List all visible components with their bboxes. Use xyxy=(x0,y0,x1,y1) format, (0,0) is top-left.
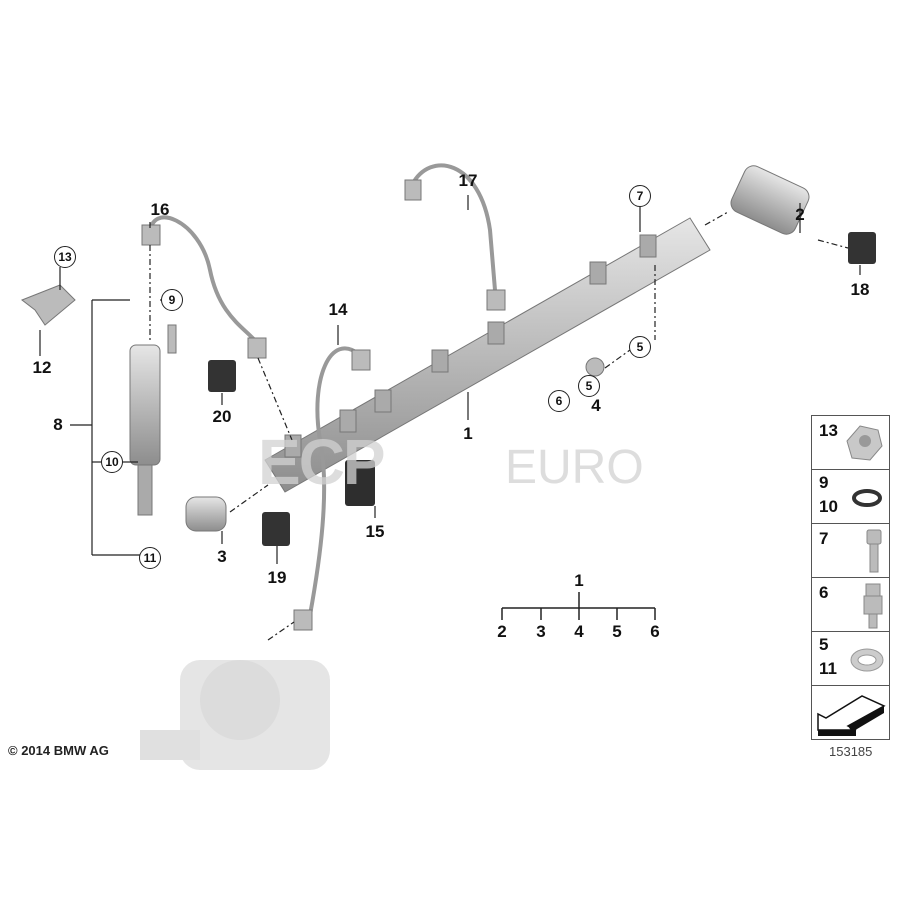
tree-child: 4 xyxy=(574,622,584,641)
circled-callout-5: 5 xyxy=(578,375,600,397)
legend-cell-banjo-bolt: 6 xyxy=(812,578,889,632)
watermark-suffix: EURO xyxy=(505,441,644,494)
callout-4: 4 xyxy=(591,396,601,415)
banjo-bolt-icon xyxy=(863,583,883,629)
callout-2: 2 xyxy=(795,205,805,224)
legend-number: 5 xyxy=(819,635,829,654)
diagram-number: 153185 xyxy=(829,744,873,759)
high-pressure-pump xyxy=(140,660,330,770)
circled-callout-7: 7 xyxy=(629,185,651,207)
circled-callout-9: 9 xyxy=(161,289,183,311)
legend-cell-washer: 5 11 xyxy=(812,632,889,686)
tree-child: 2 xyxy=(497,622,507,641)
bolt-icon xyxy=(866,529,882,573)
tree-child: 5 xyxy=(612,622,622,641)
small-parts-legend: 13 9 10 7 6 5 11 xyxy=(811,415,890,740)
washer-icon xyxy=(850,648,884,672)
tree-root: 1 xyxy=(574,571,584,590)
circled-callout-13: 13 xyxy=(54,246,76,268)
callout-15: 15 xyxy=(365,522,385,541)
callout-19: 19 xyxy=(267,568,287,587)
callout-20: 20 xyxy=(212,407,232,426)
dash-lines xyxy=(149,211,849,641)
fuel-lines xyxy=(148,163,497,616)
pressure-regulator xyxy=(730,165,876,264)
bracket xyxy=(20,284,76,326)
legend-number: 10 xyxy=(819,497,838,516)
legend-cell-o-ring: 9 10 xyxy=(812,470,889,524)
legend-number: 7 xyxy=(819,529,829,548)
callout-14: 14 xyxy=(328,300,348,319)
legend-cell-nut: 13 xyxy=(812,416,889,470)
connectors xyxy=(185,360,375,546)
callout-3: 3 xyxy=(217,547,227,566)
legend-cell-bolt: 7 xyxy=(812,524,889,578)
circled-callout-10: 10 xyxy=(101,451,123,473)
fuel-rail xyxy=(264,217,711,493)
legend-number: 9 xyxy=(819,473,829,492)
banjo-bolt-part xyxy=(585,357,605,377)
callout-12: 12 xyxy=(32,358,52,377)
o-ring-icon xyxy=(852,489,882,507)
legend-number: 13 xyxy=(819,421,838,440)
assembly-tree xyxy=(501,592,656,620)
tree-child: 6 xyxy=(650,622,660,641)
injector xyxy=(129,324,177,516)
legend-number: 6 xyxy=(819,583,829,602)
copyright: © 2014 BMW AG xyxy=(8,743,109,758)
tree-child: 3 xyxy=(536,622,546,641)
callout-16: 16 xyxy=(150,200,170,219)
callout-8: 8 xyxy=(53,415,63,434)
legend-cell-arrow xyxy=(812,686,889,739)
callout-1: 1 xyxy=(463,424,473,443)
hex-nut-icon xyxy=(846,425,883,461)
leader-lines xyxy=(39,195,861,564)
callout-18: 18 xyxy=(850,280,870,299)
legend-number: 11 xyxy=(819,659,837,678)
arrow-icon xyxy=(817,695,886,736)
pipe-nuts xyxy=(141,179,506,631)
circled-callout-11: 11 xyxy=(139,547,161,569)
circled-callout-5: 5 xyxy=(629,336,651,358)
circled-callout-6: 6 xyxy=(548,390,570,412)
callout-17: 17 xyxy=(458,171,478,190)
watermark-brand: ECP xyxy=(258,426,386,498)
